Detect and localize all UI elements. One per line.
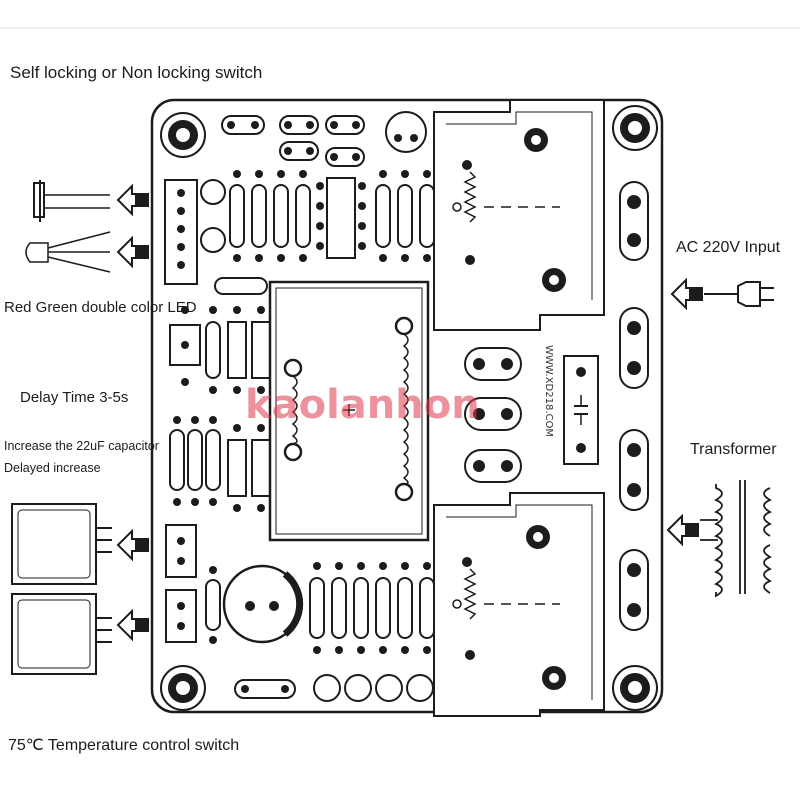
arrow-temp-upper-icon (116, 528, 149, 562)
transformer-footprint (268, 280, 430, 542)
upper-diodes (375, 170, 435, 262)
transformer-symbol-icon (700, 480, 773, 598)
relay-top (433, 99, 605, 331)
switch-icon (33, 180, 110, 222)
relay-bottom (433, 492, 605, 717)
top-small-resistors (221, 115, 365, 167)
label-switch: Self locking or Non locking switch (10, 63, 262, 82)
label-temperature-switch: 75℃ Temperature control switch (8, 737, 239, 754)
arrow-transformer-icon (666, 513, 699, 547)
temperature-switch-lower (11, 593, 112, 675)
upper-resistor-row (229, 170, 311, 262)
temperature-switch-upper (11, 503, 112, 585)
top-electrolytic-capacitor (385, 111, 427, 153)
mounting-hole-bottom-right (612, 665, 658, 711)
board-site-label: WWW.XD218.COM (543, 345, 554, 437)
ic-chip (316, 177, 366, 259)
arrow-ac-input-icon (670, 277, 703, 311)
left-header-connector (164, 179, 198, 285)
mounting-hole-top-right (612, 105, 658, 151)
arrow-temp-lower-icon (116, 608, 149, 642)
right-edge-terminal-holes (627, 195, 641, 617)
horizontal-resistor (214, 277, 268, 295)
transistor-pair-upper (200, 179, 226, 253)
label-ac-input: AC 220V Input (676, 239, 781, 256)
filter-capacitor (563, 355, 599, 465)
label-led: Red Green double color LED (4, 299, 197, 316)
mounting-hole-top-left (160, 112, 206, 158)
top-small-pads (227, 121, 360, 161)
lower-resistor-row (309, 562, 435, 654)
bottom-small-parts (234, 674, 434, 702)
temp-switch-connectors (165, 524, 221, 644)
delay-capacitor (222, 564, 304, 644)
left-lower-components (169, 416, 271, 512)
label-transformer: Transformer (690, 441, 777, 458)
ac-plug-icon (704, 281, 774, 307)
label-delayed-increase: Delayed increase (4, 461, 101, 475)
label-delay-time: Delay Time 3-5s (20, 389, 128, 406)
arrow-switch-icon (116, 183, 149, 217)
led-icon (25, 231, 111, 273)
arrow-led-icon (116, 235, 149, 269)
mounting-hole-bottom-left (160, 665, 206, 711)
watermark-text: kaolanhon (245, 382, 480, 428)
label-increase-capacitor: Increase the 22uF capacitor (4, 439, 159, 453)
